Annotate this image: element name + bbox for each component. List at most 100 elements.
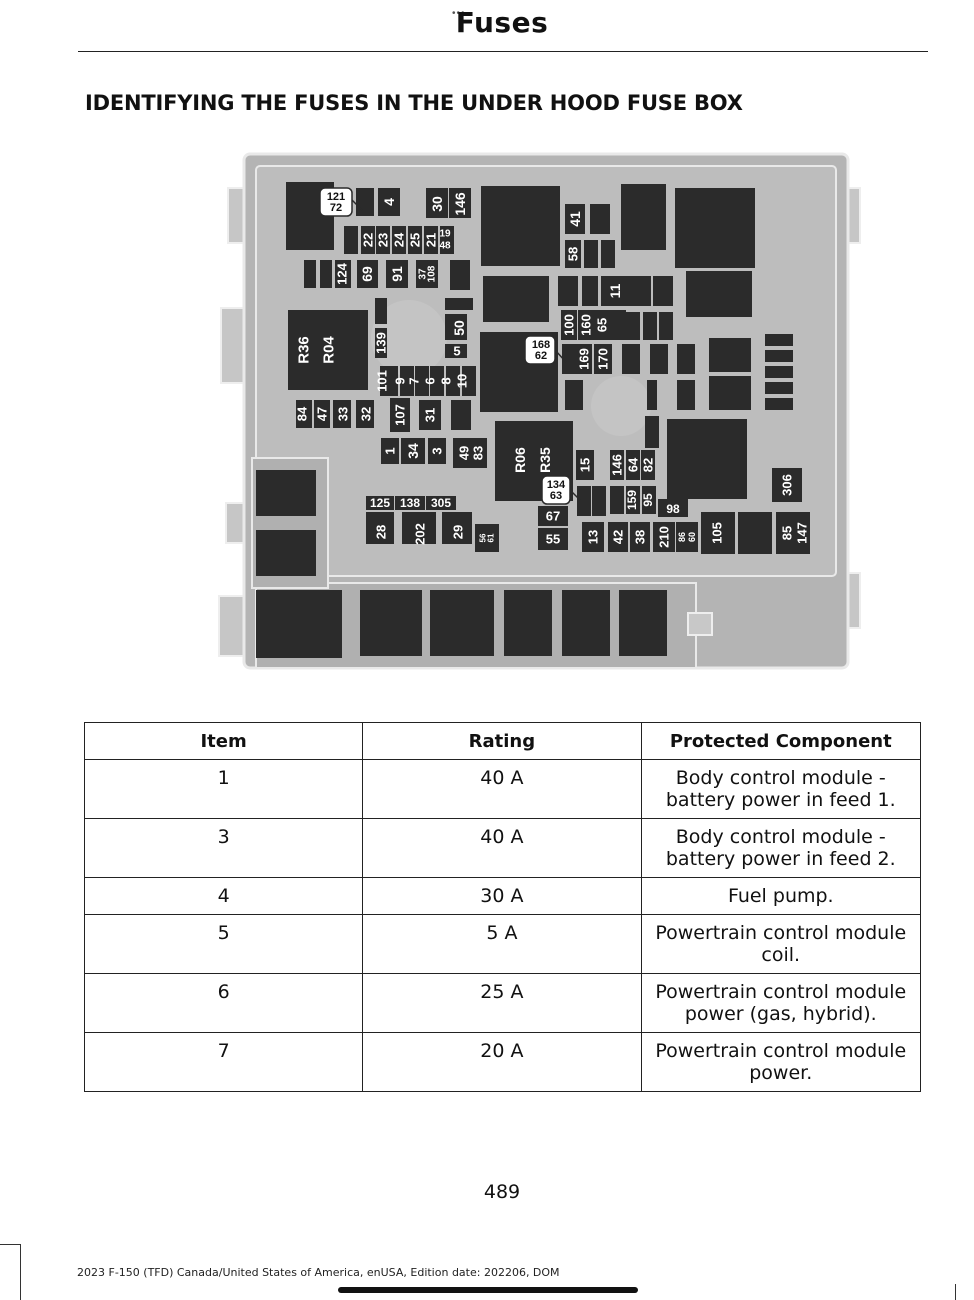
fuse-label-34: 34 [405, 443, 421, 459]
fuse-label-47: 47 [315, 407, 330, 421]
relay-label-R04: R04 [321, 336, 338, 364]
fuse-blocks [256, 182, 810, 658]
section-title: IDENTIFYING THE FUSES IN THE UNDER HOOD … [85, 91, 743, 115]
cell-rating: 25 A [362, 973, 642, 1033]
component-line: Body control module - [675, 767, 886, 789]
column-header-rating: Rating [362, 722, 642, 760]
fuse-label-146-top: 146 [452, 192, 468, 216]
fuse-label-124: 124 [335, 262, 350, 284]
cell-item: 1 [83, 759, 364, 819]
fuse-label-3: 3 [430, 447, 445, 454]
cell-component: Fuel pump. [640, 877, 922, 915]
cell-component: Body control module - battery power in f… [640, 818, 922, 878]
table-row: 3 40 A Body control module - battery pow… [83, 818, 922, 878]
cell-item: 3 [83, 818, 364, 878]
fuse-label-210: 210 [657, 526, 672, 548]
fuse-label-72: 72 [330, 202, 342, 214]
table-row: 4 30 A Fuel pump. [83, 877, 922, 915]
fuse-label-101: 101 [375, 370, 390, 392]
fuse-label-125: 125 [370, 496, 390, 510]
fuse-label-31: 31 [423, 408, 438, 422]
fuse-label-48: 48 [439, 241, 451, 252]
fuse-label-84: 84 [295, 406, 310, 421]
cell-item: 4 [83, 877, 364, 915]
fuse-label-121: 121 [327, 191, 345, 203]
crop-mark [0, 1244, 20, 1245]
fuse-label-202: 202 [413, 523, 428, 545]
fuse-label-4: 4 [381, 198, 397, 206]
fuse-label-33: 33 [336, 407, 351, 421]
fuse-label-11: 11 [607, 283, 623, 298]
fuse-label-95: 95 [641, 493, 655, 507]
cell-component: Powertrain control module coil. [640, 914, 922, 974]
header-divider [78, 51, 928, 52]
fuse-label-169: 169 [577, 348, 592, 370]
fuse-specification-table: Item Rating Protected Component 1 40 A B… [83, 722, 922, 1092]
component-line: battery power in feed 2. [665, 848, 896, 870]
fuse-label-32: 32 [359, 407, 374, 421]
relay-label-R35: R35 [537, 447, 553, 473]
fuse-label-82: 82 [641, 458, 656, 472]
fuse-label-30: 30 [429, 196, 445, 212]
fuse-label-170: 170 [596, 348, 611, 370]
fuse-label-107: 107 [393, 404, 408, 426]
fuse-label-139: 139 [374, 332, 389, 354]
component-line: Powertrain control module [655, 1040, 907, 1062]
fuse-label-23: 23 [376, 233, 391, 247]
fuse-label-56: 56 [479, 533, 488, 542]
fuse-label-100: 100 [562, 314, 577, 336]
component-line: Powertrain control module [655, 922, 907, 944]
fuse-label-15: 15 [578, 458, 593, 472]
fuse-label-160: 160 [579, 314, 594, 336]
fuse-label-24: 24 [392, 232, 407, 247]
cell-rating: 40 A [362, 818, 642, 878]
cell-rating: 20 A [362, 1032, 642, 1092]
fuse-label-38: 38 [633, 530, 648, 544]
fuse-label-22: 22 [361, 233, 376, 247]
fuse-callouts [319, 187, 581, 505]
fuse-label-64: 64 [626, 457, 641, 472]
fuse-label-10: 10 [455, 374, 470, 388]
component-line: power. [749, 1062, 813, 1084]
fuse-label-61: 61 [487, 533, 496, 542]
fuse-label-13: 13 [586, 530, 601, 544]
relay-label-R36: R36 [296, 336, 313, 364]
fuse-label-7: 7 [407, 377, 422, 384]
fuse-label-8: 8 [439, 377, 454, 384]
column-header-protected-component: Protected Component [640, 722, 922, 760]
fuse-label-55: 55 [546, 532, 560, 547]
fuse-label-60: 60 [687, 532, 697, 542]
fuse-label-85: 85 [780, 526, 795, 540]
fuse-label-1: 1 [383, 447, 398, 454]
fuse-label-63: 63 [550, 490, 562, 502]
cell-rating: 5 A [362, 914, 642, 974]
cell-rating: 40 A [362, 759, 642, 819]
table-row: 6 25 A Powertrain control module power (… [83, 973, 922, 1033]
table-row: 7 20 A Powertrain control module power. [83, 1032, 922, 1092]
table-row: 1 40 A Body control module - battery pow… [83, 759, 922, 819]
fuse-label-29: 29 [451, 525, 466, 539]
home-indicator-bar[interactable] [338, 1287, 638, 1293]
fuse-label-168: 168 [532, 339, 550, 351]
footer-edition-text: 2023 F-150 (TFD) Canada/United States of… [77, 1266, 560, 1279]
component-line: coil. [761, 944, 801, 966]
fuse-label-65: 65 [595, 318, 610, 332]
fuse-label-138: 138 [400, 496, 420, 510]
fuse-label-28: 28 [374, 525, 389, 539]
title-dots-decoration: ••• [452, 8, 466, 19]
component-line: battery power in feed 1. [665, 789, 896, 811]
cell-item: 7 [83, 1032, 364, 1092]
component-line: power (gas, hybrid). [684, 1003, 877, 1025]
fuse-label-108: 108 [427, 265, 438, 282]
table-row: 5 5 A Powertrain control module coil. [83, 914, 922, 974]
fuse-label-62: 62 [535, 350, 547, 362]
fuse-label-50: 50 [451, 320, 467, 336]
fuse-label-159: 159 [625, 490, 639, 510]
fuse-label-37: 37 [418, 268, 429, 280]
crop-mark [955, 1284, 956, 1300]
relay-label-R06: R06 [512, 447, 528, 473]
fuse-label-146-mid: 146 [610, 454, 625, 476]
column-header-item: Item [83, 722, 364, 760]
fuse-label-91: 91 [389, 266, 405, 282]
fuse-label-6: 6 [423, 377, 438, 384]
